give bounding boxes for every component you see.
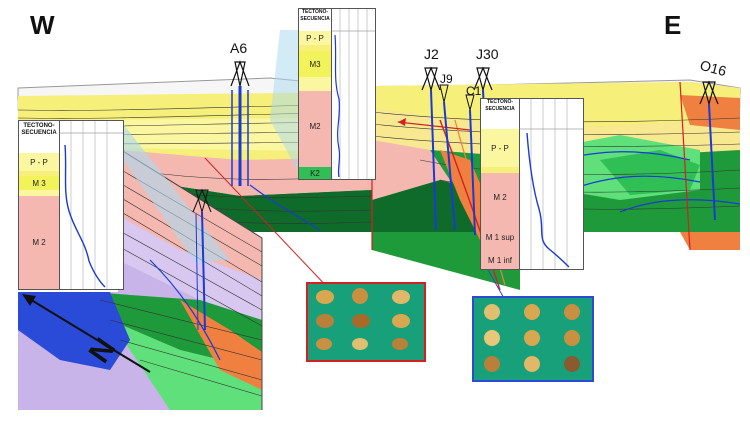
unit-m2: M 2 bbox=[481, 173, 519, 222]
well-label-a6: A6 bbox=[230, 40, 248, 56]
unit-m3: M3 bbox=[299, 51, 331, 78]
compass-east: E bbox=[664, 10, 682, 40]
fossil-specimen bbox=[352, 288, 368, 304]
well-log bbox=[59, 121, 123, 289]
fossil-specimen bbox=[484, 356, 500, 372]
unit-m1sup: M 1 sup bbox=[481, 229, 519, 246]
north-arrow-icon bbox=[22, 294, 151, 373]
unit-m2: M 2 bbox=[19, 196, 59, 289]
fossil-specimen bbox=[316, 338, 332, 350]
fossil-specimen bbox=[484, 330, 500, 346]
tectonosequence-strip: TECTONO-SECUENCIA P - P M 3 M 2 bbox=[19, 121, 60, 289]
derrick-j9 bbox=[439, 84, 456, 231]
unit-m2: M2 bbox=[299, 91, 331, 162]
fossil-specimen bbox=[316, 314, 334, 328]
unit-pp: P - P bbox=[481, 129, 519, 168]
compass-west: W bbox=[30, 10, 55, 40]
unit-k2: K2 bbox=[299, 167, 331, 179]
stratigraphic-column-center: TECTONO-SECUENCIA P - P M3 M2 K2 bbox=[298, 8, 376, 180]
fossil-specimen bbox=[524, 330, 540, 346]
fossil-specimen bbox=[564, 356, 580, 372]
well-label-j9: J9 bbox=[440, 72, 453, 86]
unit-pp: P - P bbox=[19, 153, 59, 172]
well-label-j30: J30 bbox=[476, 46, 499, 62]
fossil-specimen bbox=[484, 304, 500, 320]
tectonosequence-strip: TECTONO-SECUENCIA P - P M 2 M 1 sup M 1 … bbox=[481, 99, 520, 269]
derrick-o16 bbox=[699, 80, 719, 221]
unit-m3: M 3 bbox=[19, 176, 59, 191]
fossil-specimen bbox=[392, 290, 410, 304]
fossil-specimen bbox=[316, 290, 334, 304]
fossil-specimen bbox=[392, 338, 408, 350]
fossil-specimen bbox=[564, 330, 580, 346]
callout-line bbox=[204, 157, 331, 291]
well-label-c1: C1 bbox=[466, 84, 482, 98]
column-header: TECTONO-SECUENCIA bbox=[299, 9, 331, 32]
fossil-specimen bbox=[352, 314, 370, 328]
fossil-specimen bbox=[524, 356, 540, 372]
microfossil-photo-right bbox=[472, 296, 594, 382]
derrick-c1 bbox=[465, 94, 476, 236]
well-log bbox=[331, 9, 375, 179]
stratigraphic-column-right: TECTONO-SECUENCIA P - P M 2 M 1 sup M 1 … bbox=[480, 98, 584, 270]
callout-arrow bbox=[397, 121, 471, 131]
well-label-j2: J2 bbox=[424, 46, 439, 62]
stratigraphic-column-left: TECTONO-SECUENCIA P - P M 3 M 2 bbox=[18, 120, 124, 290]
unit-marker bbox=[299, 77, 331, 92]
unit-pp: P - P bbox=[299, 31, 331, 46]
well-log bbox=[519, 99, 583, 269]
unit-m1inf: M 1 inf bbox=[481, 251, 519, 269]
column-header: TECTONO-SECUENCIA bbox=[19, 121, 59, 154]
derrick-a6 bbox=[230, 60, 250, 186]
fossil-specimen bbox=[392, 314, 410, 328]
fossil-specimen bbox=[352, 338, 368, 350]
derrick-front bbox=[192, 188, 212, 331]
column-header: TECTONO-SECUENCIA bbox=[481, 99, 519, 130]
fossil-specimen bbox=[564, 304, 580, 320]
fossil-specimen bbox=[524, 304, 540, 320]
microfossil-photo-left bbox=[306, 282, 426, 362]
tectonosequence-strip: TECTONO-SECUENCIA P - P M3 M2 K2 bbox=[299, 9, 332, 179]
derrick-j2 bbox=[421, 66, 441, 231]
